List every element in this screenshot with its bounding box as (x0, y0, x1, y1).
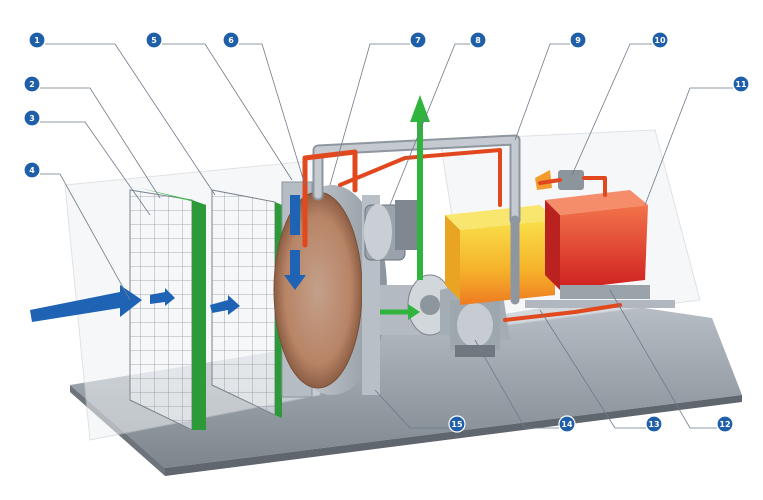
callout-badge-8 (469, 31, 487, 49)
supply-airflow (380, 95, 430, 320)
drive-motor (364, 200, 423, 261)
process-airflow (30, 195, 306, 322)
callout-leader-3 (40, 121, 151, 216)
callout-badge-1 (28, 31, 46, 49)
callout-badge-2 (23, 75, 41, 93)
callout-badge-6 (222, 31, 240, 49)
callout-leader-10 (571, 43, 652, 176)
callout-number: 4 (29, 166, 35, 175)
callout-number: 12 (719, 420, 730, 429)
callout-number: 14 (561, 420, 573, 429)
callout-badge-7 (409, 31, 427, 49)
callout-badge-15 (448, 415, 466, 433)
callout-number: 2 (29, 80, 35, 89)
callout-leader-9 (514, 43, 570, 141)
callout-number: 13 (648, 420, 659, 429)
callout-number: 15 (451, 420, 463, 429)
regeneration-fan (450, 300, 500, 357)
callout-leader-8 (389, 43, 470, 206)
callout-badge-10 (651, 31, 669, 49)
callout-leader-2 (40, 87, 161, 199)
callout-leader-1 (45, 43, 216, 196)
callout-badge-4 (23, 161, 41, 179)
callout-leader-5 (162, 43, 293, 181)
regeneration-airflow (302, 148, 622, 322)
callout-leader-4 (40, 173, 131, 301)
callout-leader-12 (609, 289, 717, 429)
callout-badge-9 (569, 31, 587, 49)
callout-leader-13 (539, 309, 646, 429)
callout-badge-11 (732, 75, 750, 93)
callout-number: 10 (654, 36, 666, 45)
callout-leader-14 (474, 339, 559, 429)
callout-number: 6 (228, 36, 234, 45)
heating-coil (545, 190, 648, 290)
callout-number: 9 (575, 36, 581, 45)
callout-number: 8 (475, 36, 481, 45)
callout-number: 1 (34, 36, 40, 45)
callout-leader-11 (644, 87, 733, 206)
cooling-coil (445, 205, 555, 305)
primary-filter (129, 188, 206, 431)
regeneration-duct (312, 134, 521, 305)
callout-badge-12 (716, 415, 734, 433)
callout-badge-13 (645, 415, 663, 433)
callout-leader-7 (329, 43, 410, 186)
support-rails (525, 285, 675, 308)
desiccant-wheel (273, 181, 387, 398)
callout-number: 3 (29, 114, 35, 123)
callout-number: 7 (415, 36, 421, 45)
airflow-arrow-icon (30, 285, 142, 322)
burner-flame-icon (535, 170, 552, 190)
callout-badge-14 (558, 415, 576, 433)
callout-badge-3 (23, 109, 41, 127)
airflow-up-arrow-icon (410, 95, 430, 122)
callout-leader-15 (374, 389, 449, 429)
callout-leader-6 (239, 43, 306, 186)
callout-number: 5 (151, 36, 157, 45)
callout-badge-5 (145, 31, 163, 49)
callout-number: 11 (735, 80, 747, 89)
burner-assembly (535, 170, 584, 190)
